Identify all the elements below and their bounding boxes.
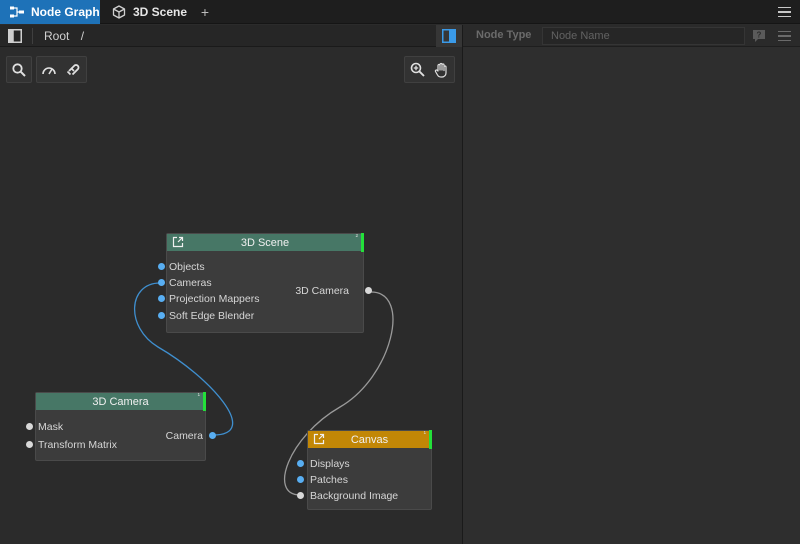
tab-bar: Node Graph 3D Scene +: [0, 0, 800, 24]
inspector-toggle-button[interactable]: [436, 25, 462, 47]
inspector-header: Node Type ?: [463, 25, 800, 47]
port-label: Displays: [310, 458, 350, 470]
node-3d-scene[interactable]: 3D Scene ² Objects Cameras Projection Ma…: [158, 233, 372, 333]
input-port-patches[interactable]: [297, 476, 304, 483]
node-header[interactable]: 3D Camera ¹: [36, 392, 206, 411]
breadcrumb: Root /: [44, 29, 84, 43]
status-indicator: [203, 392, 206, 411]
svg-text:?: ?: [757, 31, 762, 40]
speed-gauge-icon[interactable]: [37, 57, 61, 82]
node-header[interactable]: Canvas ¹: [308, 430, 432, 449]
input-port-objects[interactable]: [158, 263, 165, 270]
input-port-displays[interactable]: [297, 460, 304, 467]
output-port-camera[interactable]: [209, 432, 216, 439]
breadcrumb-root[interactable]: Root: [44, 29, 70, 43]
node-badge: ¹: [197, 393, 200, 400]
input-port-cameras[interactable]: [158, 279, 165, 286]
input-port-mask[interactable]: [26, 423, 33, 430]
inspector-menu-icon[interactable]: [777, 28, 793, 44]
node-graph-icon: [9, 4, 25, 20]
node-name-input[interactable]: [542, 27, 745, 45]
port-label: Mask: [38, 421, 64, 433]
status-indicator: [361, 233, 364, 252]
connection-wires: [134, 282, 394, 496]
port-label: Patches: [310, 474, 348, 486]
navigation-tools-group: [404, 56, 455, 83]
port-label: Soft Edge Blender: [169, 310, 255, 322]
status-indicator: [429, 430, 432, 449]
external-link-icon[interactable]: [172, 236, 184, 248]
tab-node-graph[interactable]: Node Graph: [0, 0, 100, 24]
port-label: Objects: [169, 261, 205, 273]
port-label: Projection Mappers: [169, 293, 260, 305]
search-button[interactable]: [6, 56, 32, 83]
port-label: Transform Matrix: [38, 439, 117, 451]
input-port-background-image[interactable]: [297, 492, 304, 499]
node-type-label: Node Type: [476, 29, 532, 41]
node-header[interactable]: 3D Scene ²: [167, 233, 364, 252]
panel-divider[interactable]: [462, 25, 463, 544]
inspector-panel: Node Type ?: [463, 25, 800, 544]
tab-3d-scene[interactable]: 3D Scene: [100, 0, 192, 24]
graph-toolbar: Root /: [0, 25, 462, 47]
port-label: Camera: [165, 430, 203, 442]
cube-icon: [111, 4, 127, 20]
input-port-transform-matrix[interactable]: [26, 441, 33, 448]
help-icon[interactable]: ?: [752, 29, 766, 43]
magnet-icon[interactable]: [61, 57, 85, 82]
toolbar-divider: [32, 28, 33, 44]
breadcrumb-separator: /: [80, 29, 85, 43]
panel-right-icon: [442, 29, 456, 43]
add-tab-button[interactable]: +: [200, 4, 210, 20]
search-icon: [7, 57, 31, 82]
port-label: Cameras: [169, 277, 212, 289]
node-badge: ²: [355, 234, 358, 241]
node-title: 3D Scene: [240, 236, 290, 249]
node-title: Canvas: [350, 433, 389, 446]
hand-pan-icon[interactable]: [429, 57, 453, 82]
node-title: 3D Camera: [92, 395, 149, 408]
input-port-soft-edge-blender[interactable]: [158, 312, 165, 319]
output-port-3d-camera[interactable]: [365, 287, 372, 294]
external-link-icon[interactable]: [313, 433, 325, 445]
graph-canvas[interactable]: 3D Scene ² Objects Cameras Projection Ma…: [0, 47, 462, 544]
sidebar-toggle-icon[interactable]: [8, 29, 22, 43]
tab-label: 3D Scene: [133, 5, 188, 19]
view-tools-group: [36, 56, 87, 83]
port-label: 3D Camera: [295, 285, 349, 297]
zoom-in-icon[interactable]: [405, 57, 429, 82]
wire-3dcamera-to-background: [283, 291, 394, 496]
window-menu-icon[interactable]: [777, 4, 793, 20]
node-badge: ¹: [423, 431, 426, 438]
input-port-projection-mappers[interactable]: [158, 295, 165, 302]
wire-camera-to-cameras: [134, 282, 234, 436]
port-label: Background Image: [310, 490, 399, 502]
node-3d-camera[interactable]: 3D Camera ¹ Mask Transform Matrix Camera: [26, 392, 216, 461]
node-canvas[interactable]: Canvas ¹ Displays Patches Background Ima…: [297, 430, 432, 510]
tab-label: Node Graph: [31, 5, 100, 19]
